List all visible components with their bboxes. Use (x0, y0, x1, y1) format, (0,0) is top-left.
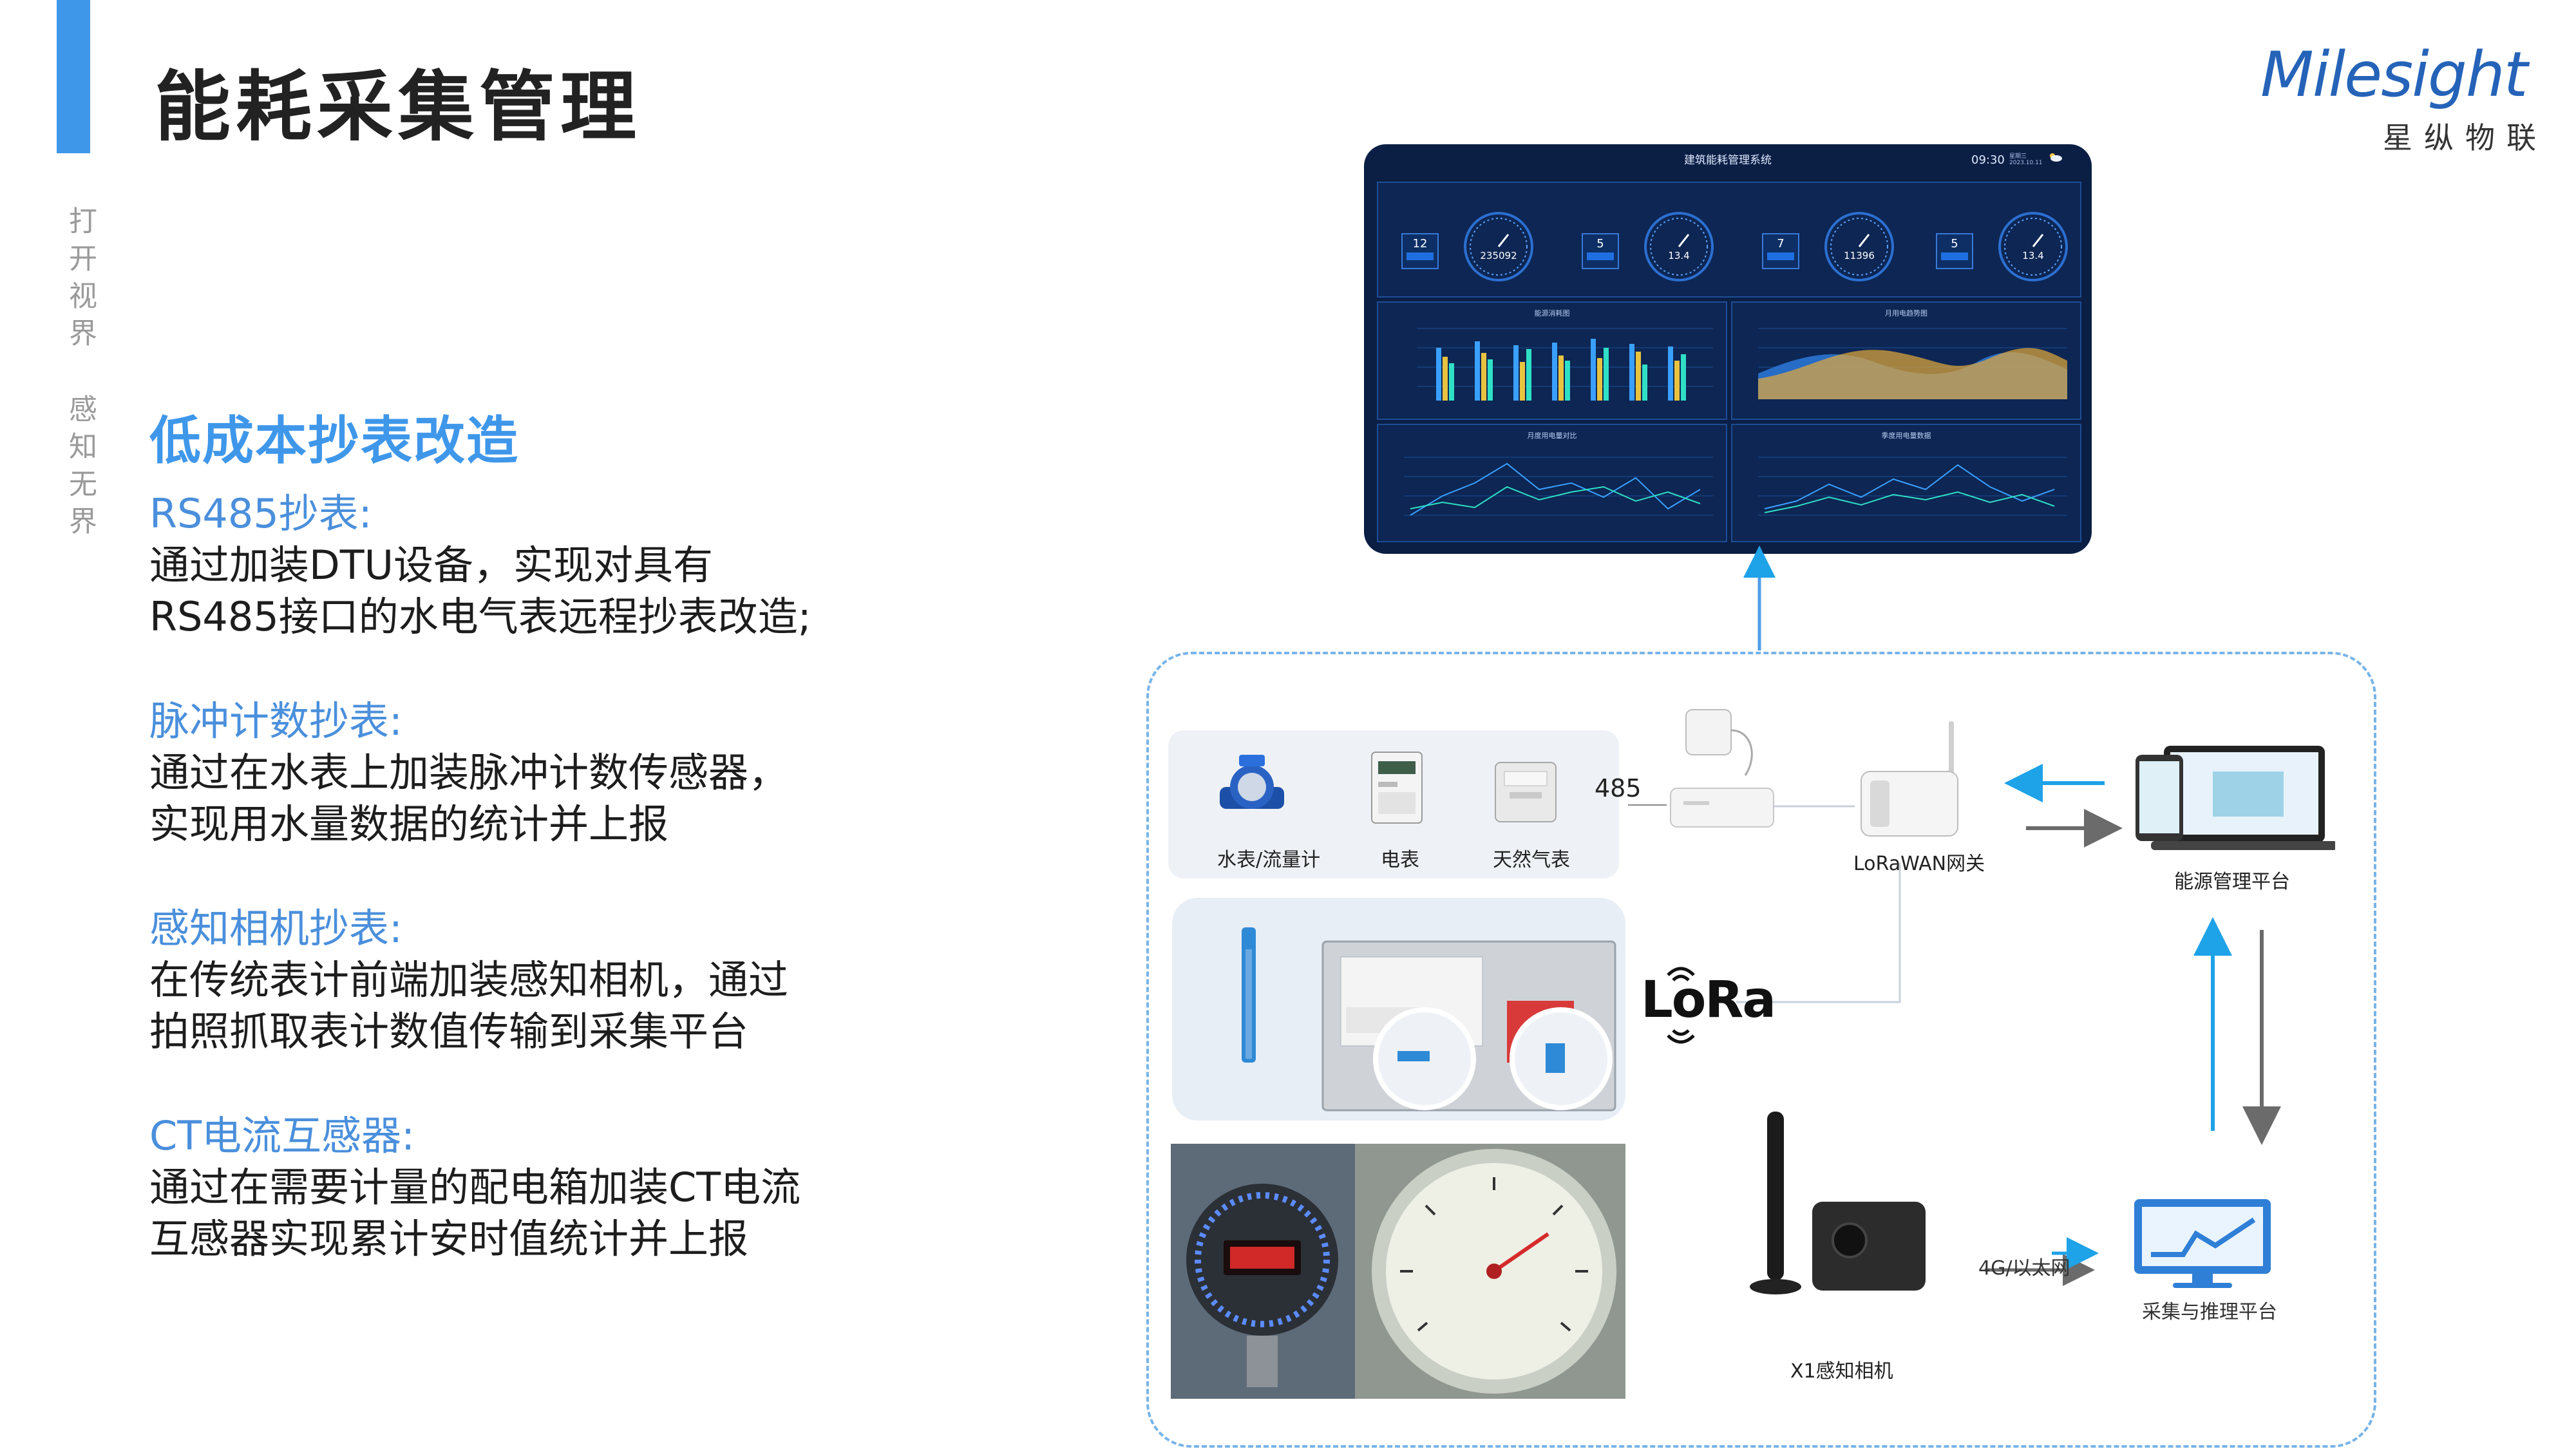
side-label-1: 打开视界 (64, 206, 97, 355)
bar-panel: 能源消耗图 (1377, 301, 1727, 420)
sensor-install-illustration (1242, 927, 1616, 1112)
meter-label-electric: 电表 (1381, 849, 1419, 871)
item-line: RS485接口的水电气表远程抄表改造; (149, 593, 811, 640)
lora-logo: LoRa (1641, 971, 1776, 1029)
gauge-icon (1464, 212, 1533, 281)
kpi-badge: 7 (1762, 233, 1799, 269)
kpi-badge: 5 (1936, 233, 1973, 269)
line-chart-thumbnail (1758, 457, 2067, 516)
line-chart-thumbnail (1404, 457, 1713, 516)
gauge-value: 13.4 (2022, 250, 2044, 261)
side-label-2: 感知无界 (64, 394, 97, 544)
link-4g-label: 4G/以太网 (1978, 1257, 2070, 1280)
accent-bar (57, 0, 90, 153)
milesight-logo: Milesight 星纵物联 (2260, 39, 2536, 161)
electric-meter-icon (1371, 752, 1423, 824)
analog-gauge-image (1355, 1144, 1625, 1399)
item-ct: CT电流互感器: 通过在需要计量的配电箱加装CT电流 互感器实现累计安时值统计并… (149, 1110, 1038, 1265)
area-panel: 月用电趋势图 (1731, 301, 2081, 420)
item-title: CT电流互感器: (149, 1112, 415, 1159)
x1-camera-icon (1750, 1112, 1926, 1294)
kpi-badge: 5 (1582, 233, 1619, 269)
item-line: 互感器实现累计安时值统计并上报 (149, 1215, 749, 1262)
gateway-label: LoRaWAN网关 (1853, 853, 1985, 875)
digital-gauge-image (1171, 1144, 1355, 1399)
gauge-value: 11396 (1844, 250, 1875, 261)
line-panel-left: 月度用电量对比 (1377, 424, 1727, 542)
panel-title: 季度用电量数据 (1881, 431, 1931, 440)
cloud-sun-icon (2050, 153, 2062, 162)
lora-waves-icon (1667, 967, 1695, 1044)
area-chart-thumbnail (1758, 328, 2067, 399)
panel-title: 能源消耗图 (1534, 309, 1570, 317)
item-rs485: RS485抄表: 通过加装DTU设备，实现对具有 RS485接口的水电气表远程抄… (149, 488, 1038, 643)
gauge-value: 13.4 (1668, 250, 1690, 261)
digital-pressure-gauge-photo (1171, 1144, 1355, 1399)
kpi-badge: 12 (1401, 233, 1439, 269)
platform-label: 能源管理平台 (2174, 871, 2290, 893)
dashboard-time: 09:30 (1971, 153, 2005, 167)
energy-platform-icon (2136, 746, 2335, 850)
system-diagram-frame (1146, 652, 2376, 1448)
water-meter-icon (1220, 755, 1284, 809)
dashboard-date: 星期三 2023.10.11 (2009, 153, 2043, 166)
item-title: 感知相机抄表: (149, 905, 402, 952)
item-pulse: 脉冲计数抄表: 通过在水表上加装脉冲计数传感器， 实现用水量数据的统计并上报 (149, 696, 1038, 850)
item-line: 实现用水量数据的统计并上报 (149, 800, 669, 848)
sensor-install-card (1172, 898, 1625, 1121)
item-title: RS485抄表: (149, 490, 372, 537)
item-line: 在传统表计前端加装感知相机，通过 (149, 956, 789, 1003)
item-line: 通过在水表上加装脉冲计数传感器， (149, 749, 789, 796)
energy-dashboard: 建筑能耗管理系统 09:30 星期三 2023.10.11 12 235092 … (1364, 144, 2092, 554)
meters-card: 水表/流量计 电表 天然气表 (1168, 730, 1619, 878)
lorawan-gateway-icon (1861, 721, 1958, 837)
gauge-icon (1998, 212, 2068, 281)
monitor-chart-icon (2134, 1199, 2271, 1288)
section-heading: 低成本抄表改造 (149, 411, 519, 471)
camera-label: X1感知相机 (1790, 1360, 1893, 1383)
panel-title: 月用电趋势图 (1885, 309, 1927, 317)
panel-title: 月度用电量对比 (1527, 431, 1577, 440)
dashboard-title: 建筑能耗管理系统 (1684, 154, 1772, 167)
item-line: 通过加装DTU设备，实现对具有 (149, 542, 713, 589)
gas-meter-icon (1495, 762, 1557, 822)
item-line: 拍照抓取表计数值传输到采集平台 (149, 1008, 749, 1055)
collect-platform-label: 采集与推理平台 (2142, 1301, 2277, 1323)
item-camera: 感知相机抄表: 在传统表计前端加装感知相机，通过 拍照抓取表计数值传输到采集平台 (149, 903, 1038, 1057)
gauge-value: 235092 (1480, 250, 1517, 261)
meter-label-gas: 天然气表 (1493, 849, 1570, 871)
analog-pressure-gauge-photo (1355, 1144, 1625, 1399)
item-title: 脉冲计数抄表: (149, 697, 402, 744)
gauge-icon (1644, 212, 1714, 281)
logo-subtitle: 星纵物联 (2383, 120, 2548, 155)
meter-label-water: 水表/流量计 (1217, 849, 1321, 871)
gauge-icon (1824, 212, 1894, 281)
page-title: 能耗采集管理 (155, 62, 642, 151)
bar-chart-thumbnail (1417, 328, 1713, 401)
logo-wordmark: Milesight (2260, 39, 2528, 111)
item-line: 通过在需要计量的配电箱加装CT电流 (149, 1164, 801, 1211)
label-485: 485 (1595, 774, 1642, 802)
line-panel-right: 季度用电量数据 (1731, 424, 2081, 542)
dtu-device-icon (1670, 709, 1774, 828)
kpi-panel: 12 235092 5 13.4 7 11396 5 13.4 (1377, 182, 2081, 298)
